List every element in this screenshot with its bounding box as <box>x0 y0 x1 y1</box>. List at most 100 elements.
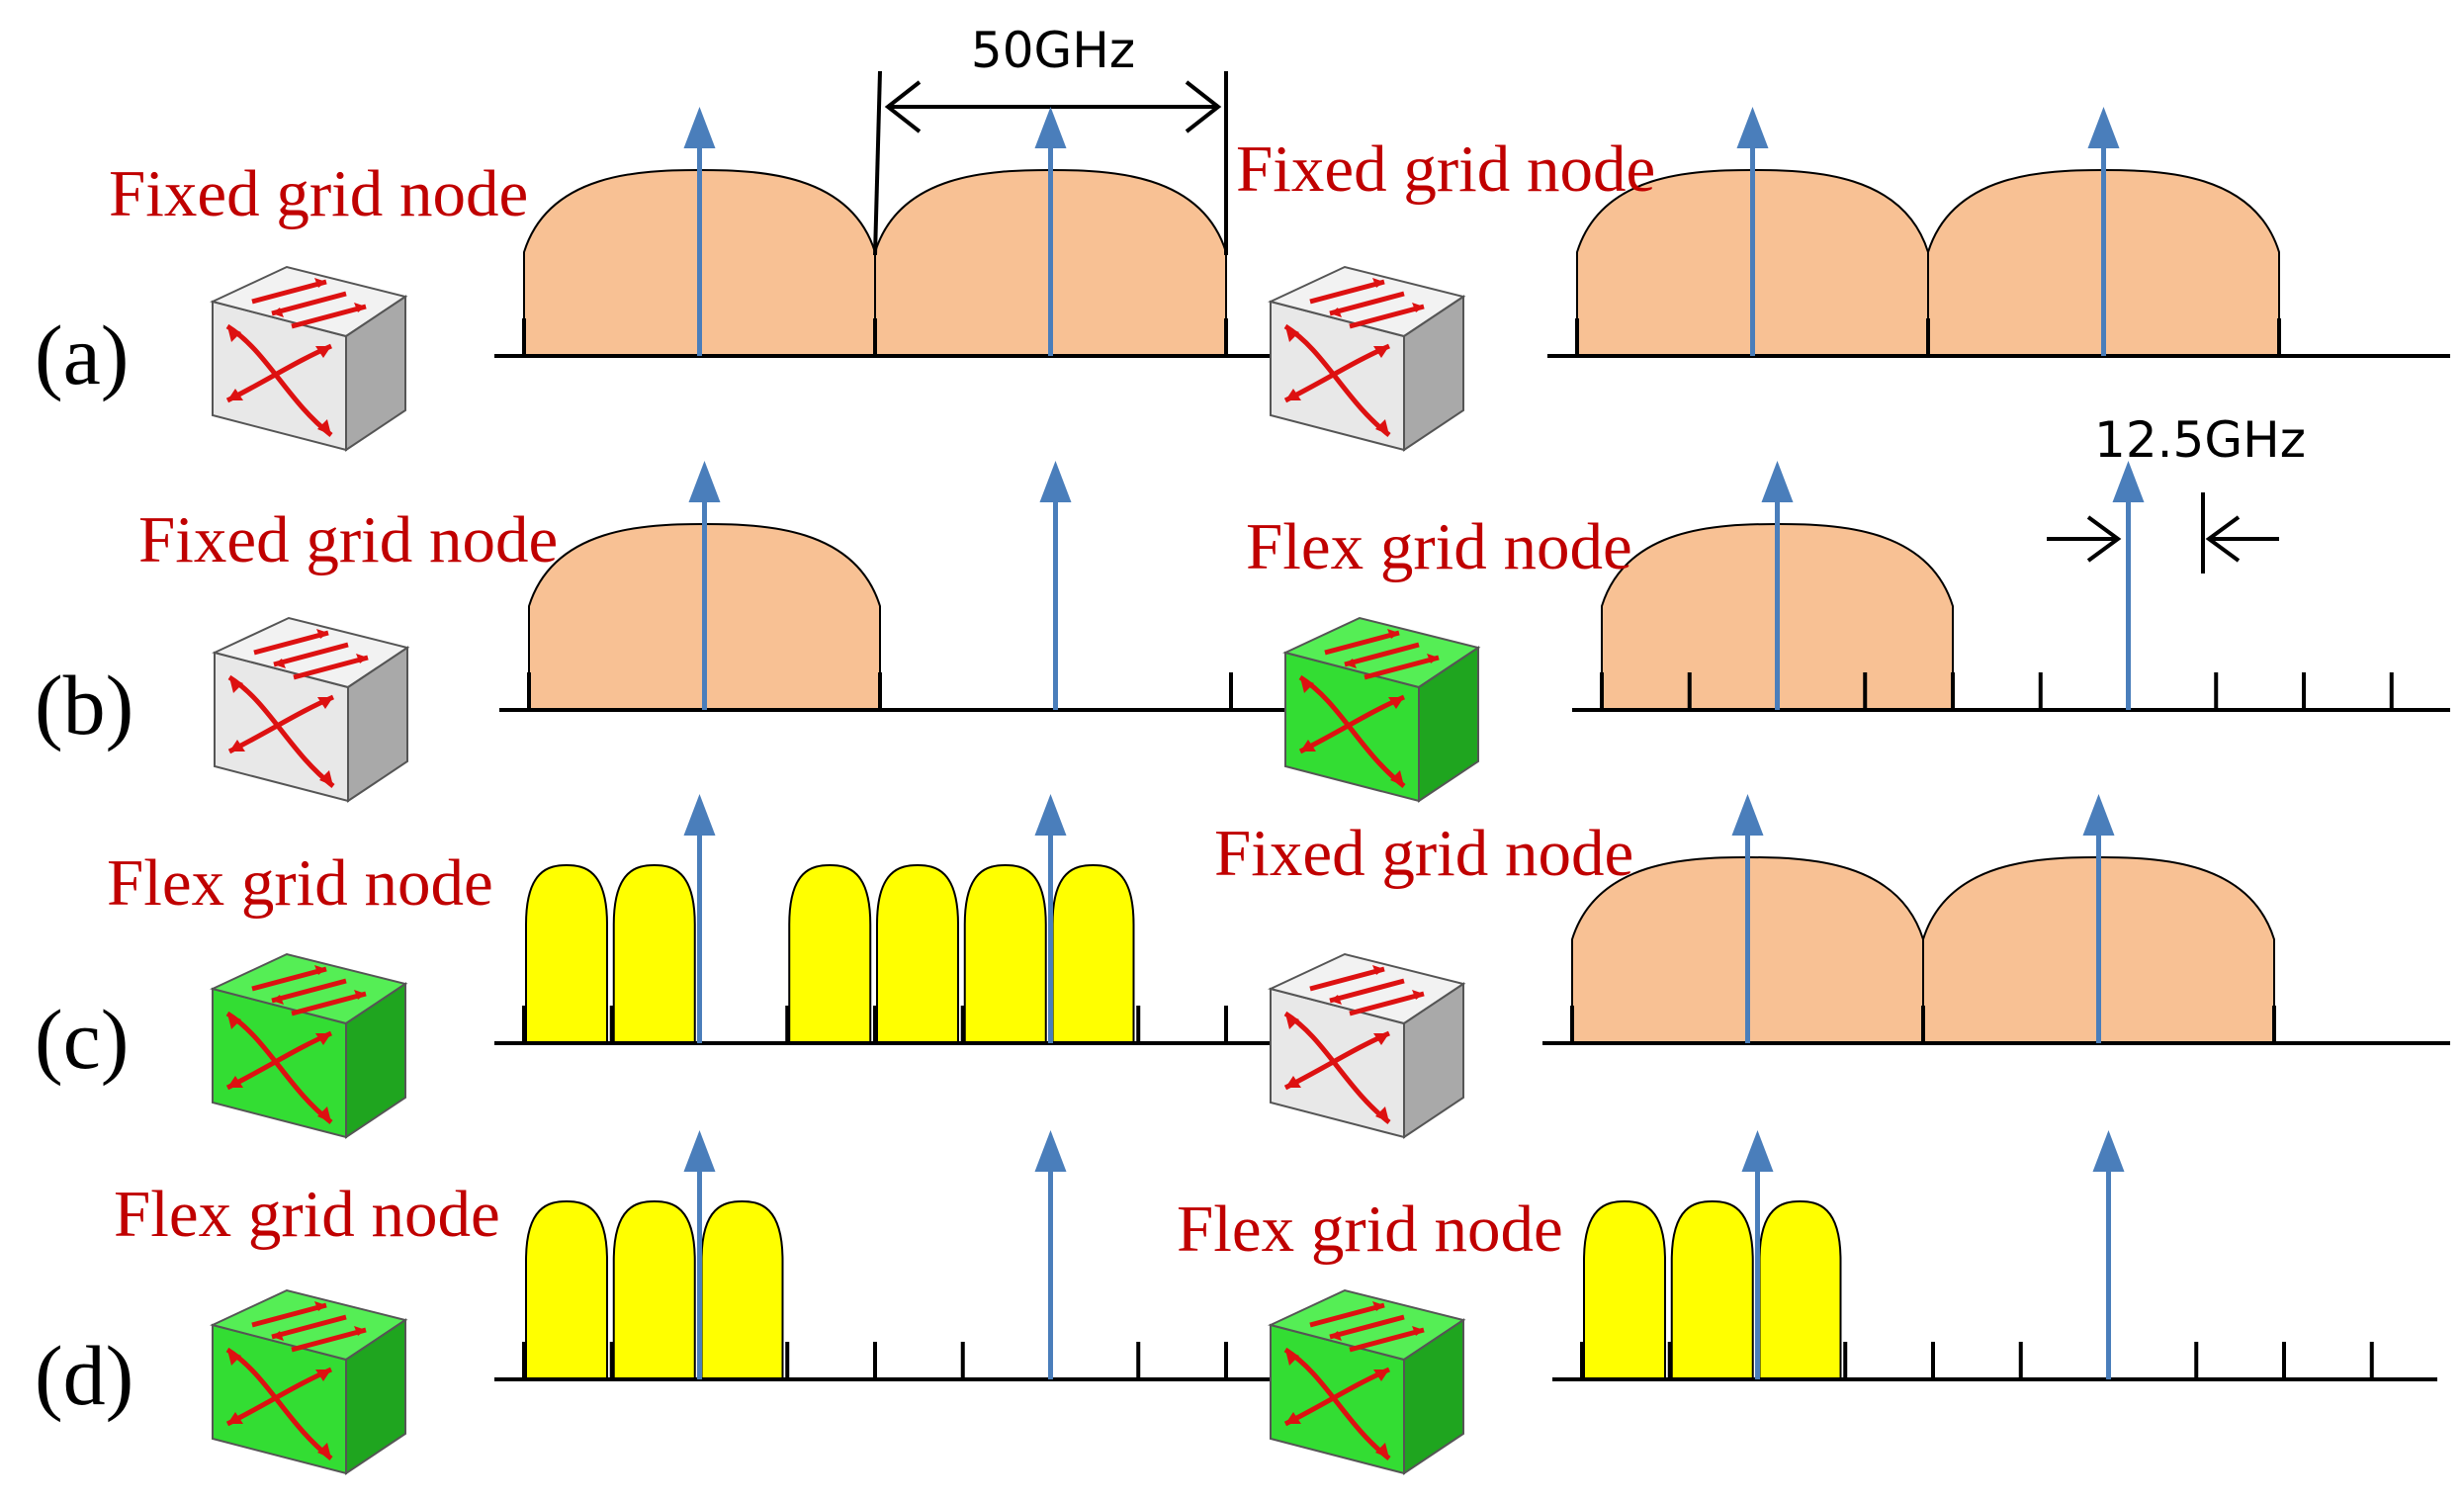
row-2-seg-1-fixed-node-icon-front-head-b <box>1373 1033 1389 1045</box>
row-3-seg-0-flex-node-icon-front-arrow-a <box>225 1347 333 1460</box>
row-1-seg-0-fixed-node-icon <box>212 616 410 803</box>
row-3-seg-0-flex-node-icon-front-head-d <box>227 1412 243 1424</box>
row-2-seg-0-flex-node-icon-front-arrow-a <box>225 1011 333 1124</box>
row-0-seg-1-fixed-node-icon-top-head-2 <box>1412 303 1424 312</box>
row-3-seg-0-flex-node-icon-top-arrow-1 <box>271 1314 347 1340</box>
row-3-seg-1-flex-node-icon-top-arrow-2 <box>1349 1327 1425 1353</box>
row-1-seg-0-fixed-node-icon-top-arrow-2 <box>293 655 369 680</box>
row-0-seg-0-carrier-1-head <box>1034 107 1067 148</box>
row-3-seg-1-node-label: Flex grid node <box>1177 1192 1563 1266</box>
row-2-seg-0-flex-node-icon-front-head-b <box>315 1033 331 1045</box>
row-1-seg-1-flex-node-icon-top-head-2 <box>1427 654 1439 663</box>
row-3-seg-0-flex-node-icon-front-head-c <box>227 1350 241 1366</box>
row-2-seg-1-carrier-1-head <box>2082 794 2115 836</box>
row-1-seg-0-fixed-node-icon-front-head-a <box>319 770 333 786</box>
row-1-seg-0-fixed-node-icon-top-arrow-1 <box>273 642 349 667</box>
row-2-seg-0-narrow-channel-0 <box>525 863 608 1044</box>
row-3-seg-1-flex-node-icon-front-head-a <box>1375 1443 1389 1458</box>
row-3-seg-0-flex-node-icon-top-head-2 <box>354 1326 366 1336</box>
row-2-seg-1-fixed-node-icon-top-head-0 <box>1372 965 1384 975</box>
row-0-seg-0-fixed-node-icon-top-arrow-2 <box>291 304 367 329</box>
row-0-seg-1-carrier-1-head <box>2087 107 2120 148</box>
row-2-seg-1-fixed-node-icon-front-head-d <box>1285 1076 1301 1088</box>
row-2-seg-1-fixed-node-icon-top-arrow-0 <box>1309 966 1385 992</box>
row-3-seg-0-flex-node-icon-top-head-1 <box>272 1331 284 1341</box>
row-1-seg-0-fixed-node-icon-side <box>347 646 408 803</box>
row-2-seg-1-fixed-node-icon-top-arrow-2 <box>1349 991 1425 1016</box>
row-1-seg-0-fixed-node-icon-front-arrow-a <box>227 674 335 788</box>
row-1-seg-1-flex-node-icon-top-arrow-2 <box>1364 655 1440 680</box>
row-1-seg-1-carrier-1-head <box>2112 461 2145 502</box>
row-1-seg-0-fixed-node-icon-top-head-2 <box>356 654 368 663</box>
row-3-seg-0-narrow-channel-0 <box>525 1199 608 1380</box>
row-2-seg-0-flex-node-icon-top-head-0 <box>314 965 326 975</box>
row-2-seg-0-flex-node-icon-side <box>345 982 406 1139</box>
row-3-seg-1-flex-node-icon-top-head-1 <box>1330 1331 1342 1341</box>
row-2-seg-1-fixed-node-icon-front-arrow-a <box>1283 1011 1391 1124</box>
dim-12-5ghz-label: 12.5GHz <box>2094 411 2306 469</box>
dim-12-left-head <box>2086 515 2122 563</box>
row-1-seg-1-flex-node-icon-side <box>1418 646 1479 803</box>
row-3-seg-1-flex-node-icon-side <box>1403 1318 1464 1475</box>
row-1-seg-1-flex-node-icon-top-arrow-0 <box>1324 630 1400 656</box>
row-2-seg-0-carrier-1-head <box>1034 794 1067 836</box>
row-2-seg-1-node-label: Fixed grid node <box>1214 817 1633 890</box>
row-0-seg-0-fixed-node-icon-side <box>345 295 406 452</box>
row-2-seg-0-flex-node-icon-top-arrow-1 <box>271 978 347 1004</box>
row-1-seg-0-carrier-0-head <box>688 461 721 502</box>
row-1-seg-0-fixed-node-icon-front-head-d <box>229 740 245 751</box>
row-3-seg-0-flex-node-icon-side <box>345 1318 406 1475</box>
row-2-seg-0-narrow-channel-4 <box>963 863 1047 1044</box>
dim-50-right-head <box>1185 80 1222 133</box>
row-2-seg-0-node-label: Flex grid node <box>107 846 493 920</box>
row-3-seg-1-flex-node-icon-top-arrow-0 <box>1309 1302 1385 1328</box>
row-3-seg-1-flex-node-icon-top-head-2 <box>1412 1326 1424 1336</box>
row-2-seg-1-fixed-node-icon-side <box>1403 982 1464 1139</box>
row-2-seg-0-flex-node-icon <box>210 952 408 1139</box>
row-2-seg-0-carrier-0-head <box>683 794 716 836</box>
row-0-seg-1-fixed-node-icon-top-head-1 <box>1330 308 1342 317</box>
row-label-1: (b) <box>35 658 133 752</box>
dim-50-left-bar <box>873 70 882 256</box>
row-1-seg-0-fixed-node-icon-top-head-1 <box>274 659 286 668</box>
row-2-seg-0-narrow-channel-5 <box>1051 863 1135 1044</box>
row-0-seg-0-fixed-node-icon-front-head-b <box>315 346 331 358</box>
row-2-seg-0-narrow-channel-2 <box>788 863 872 1044</box>
row-1-seg-1-flex-node-icon-front-head-c <box>1300 677 1314 693</box>
row-2-seg-1-fixed-node-icon-top-head-1 <box>1330 995 1342 1005</box>
row-0-seg-1-fixed-node-icon-front-head-c <box>1285 326 1299 342</box>
row-1-seg-0-fixed-node-icon-top-head-0 <box>316 629 328 639</box>
row-1-seg-0-node-label: Fixed grid node <box>138 503 558 576</box>
row-0-seg-1-fixed-node-icon-top-arrow-2 <box>1349 304 1425 329</box>
row-3-seg-0-flex-node-icon-top-arrow-0 <box>251 1302 327 1328</box>
row-3-seg-1-flex-node-icon-front-head-b <box>1373 1369 1389 1381</box>
row-3-seg-1-flex-node-icon-front-head-d <box>1285 1412 1301 1424</box>
row-label-0: (a) <box>35 308 129 402</box>
row-0-seg-1-fixed-node-icon-top-head-0 <box>1372 278 1384 288</box>
row-2-seg-0-flex-node-icon-top-head-2 <box>354 990 366 1000</box>
row-1-seg-1-node-label: Flex grid node <box>1246 510 1632 583</box>
row-3-seg-1-flex-node-icon-front-head-c <box>1285 1350 1299 1366</box>
row-2-seg-0-flex-node-icon-top-head-1 <box>272 995 284 1005</box>
row-0-seg-1-fixed-node-icon <box>1268 265 1466 452</box>
row-3-seg-0-carrier-0-head <box>683 1130 716 1172</box>
row-0-seg-0-carrier-0-head <box>683 107 716 148</box>
row-2-seg-0-flex-node-icon-top-arrow-0 <box>251 966 327 992</box>
row-0-seg-1-node-label: Fixed grid node <box>1236 132 1655 206</box>
row-3-seg-1-flex-node-icon <box>1268 1288 1466 1475</box>
row-2-seg-0-narrow-channel-1 <box>612 863 696 1044</box>
row-0-seg-1-fixed-node-icon-front-arrow-a <box>1283 323 1391 437</box>
row-0-seg-0-fixed-node-icon-front-head-c <box>227 326 241 342</box>
row-2-seg-0-flex-node-icon-top-arrow-2 <box>291 991 367 1016</box>
row-2-seg-1-fixed-node-icon-top-head-2 <box>1412 990 1424 1000</box>
row-1-seg-1-carrier-0-head <box>1761 461 1794 502</box>
row-label-3: (d) <box>35 1328 133 1423</box>
row-1-seg-1-flex-node-icon-front-arrow-a <box>1298 674 1406 788</box>
row-3-seg-0-flex-node-icon-front-head-a <box>317 1443 331 1458</box>
row-3-seg-0-node-label: Flex grid node <box>114 1178 500 1251</box>
row-2-seg-1-fixed-node-icon-front-head-c <box>1285 1014 1299 1029</box>
row-0-seg-1-fixed-node-icon-top-arrow-1 <box>1329 291 1405 316</box>
row-0-seg-0-fixed-node-icon-top-head-0 <box>314 278 326 288</box>
row-3-seg-1-narrow-channel-2 <box>1758 1199 1842 1380</box>
